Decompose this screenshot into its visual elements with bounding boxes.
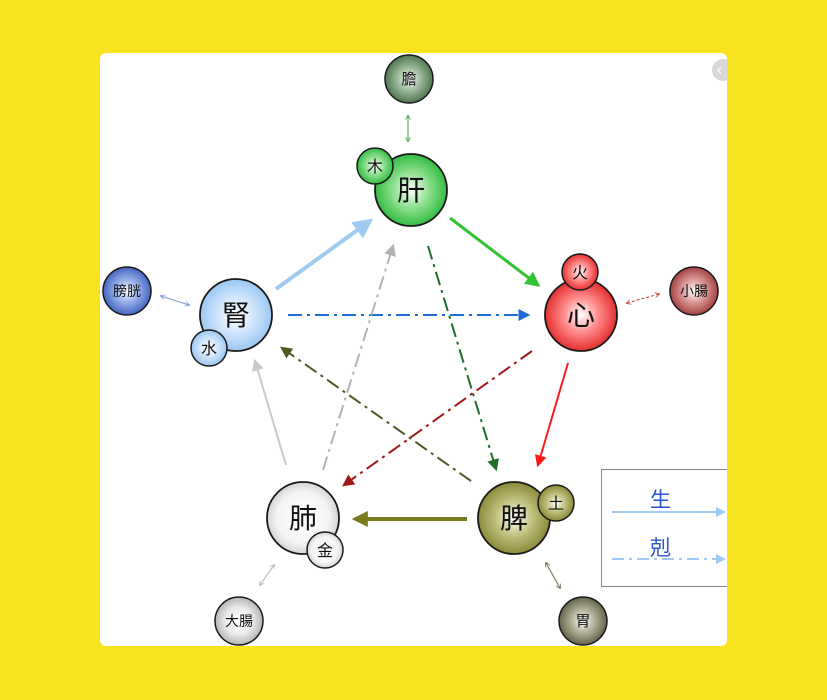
pair-arrow-kidney-bladder (161, 296, 189, 305)
node-bladder: 膀胱 (102, 266, 152, 316)
node-liver: 肝 木 (356, 147, 448, 227)
node-gallbladder: 膽 (384, 54, 434, 104)
element-badge-earth (537, 484, 575, 522)
arrow-kidney-to-liver (274, 218, 374, 291)
label-stomach: 胃 (575, 612, 590, 630)
arrow-spleen-to-kidney (280, 346, 472, 482)
close-icon: ‹ (716, 60, 723, 79)
legend-ke-label: 剋 (650, 536, 671, 560)
node-lung: 肺 金 (266, 481, 344, 569)
element-badge-metal (306, 531, 344, 569)
pair-arrow-lung-large-intestine (260, 565, 274, 585)
label-large-intestine: 大腸 (225, 614, 253, 630)
node-kidney: 腎 水 (190, 278, 273, 367)
arrow-heart-to-lung (342, 350, 533, 487)
element-badge-wood (356, 147, 394, 185)
label-spleen: 脾 (500, 502, 528, 535)
label-small-intestine: 小腸 (680, 284, 708, 300)
label-bladder: 膀胱 (113, 283, 141, 300)
arrow-heart-to-spleen (534, 362, 569, 468)
node-stomach: 胃 (558, 596, 608, 646)
node-heart: 心 火 (544, 253, 618, 352)
element-label-fire: 火 (572, 263, 588, 282)
element-badge-water (190, 329, 228, 367)
element-label-wood: 木 (367, 157, 383, 176)
arrow-lung-to-kidney (251, 358, 287, 466)
arrow-lung-to-liver (322, 243, 396, 471)
pair-arrow-spleen-stomach (546, 563, 560, 588)
label-liver: 肝 (397, 174, 425, 207)
node-spleen: 脾 土 (477, 481, 575, 555)
arrow-liver-to-heart (449, 216, 541, 287)
element-label-water: 水 (201, 339, 217, 358)
legend-lines (612, 507, 726, 564)
close-button[interactable]: ‹ (712, 59, 727, 81)
five-elements-diagram: 膽 小腸 胃 大腸 膀胱 肝 木 心 火 (102, 54, 719, 646)
label-heart: 心 (567, 299, 595, 332)
pair-arrow-heart-small-intestine (627, 294, 659, 303)
label-kidney: 腎 (222, 299, 250, 332)
node-large-intestine: 大腸 (214, 596, 264, 646)
legend: 生 剋 (601, 469, 727, 587)
element-label-earth: 土 (548, 494, 564, 513)
label-lung: 肺 (289, 502, 317, 535)
element-label-metal: 金 (317, 541, 333, 560)
node-small-intestine: 小腸 (669, 266, 719, 316)
diagram-panel: 膽 小腸 胃 大腸 膀胱 肝 木 心 火 (100, 53, 727, 646)
arrow-liver-to-spleen (427, 245, 499, 472)
legend-sheng-label: 生 (650, 488, 671, 512)
label-gallbladder: 膽 (401, 70, 416, 88)
element-badge-fire (561, 253, 599, 291)
